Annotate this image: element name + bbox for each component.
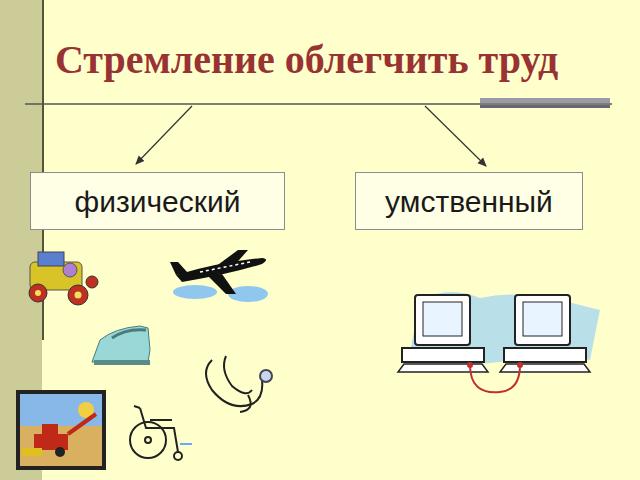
branch-arrow bbox=[136, 106, 192, 164]
title-rule bbox=[25, 103, 612, 105]
wheelchair-icon bbox=[130, 406, 192, 460]
branch-arrow bbox=[425, 106, 486, 166]
category-box: физический bbox=[30, 172, 285, 230]
stethoscope-icon bbox=[206, 356, 272, 412]
toy-car-icon bbox=[29, 252, 98, 305]
slide-title: Стремление облегчить труд bbox=[55, 38, 558, 82]
box-label: умственный bbox=[385, 185, 553, 218]
category-box: умственный bbox=[355, 172, 583, 230]
airplane-icon bbox=[170, 250, 268, 302]
iron-icon bbox=[92, 326, 150, 365]
harvester-picture bbox=[16, 390, 106, 470]
rule-bar bbox=[480, 105, 610, 108]
computers-icon bbox=[398, 292, 600, 392]
rule-bar bbox=[480, 98, 610, 103]
box-label: физический bbox=[75, 185, 241, 218]
